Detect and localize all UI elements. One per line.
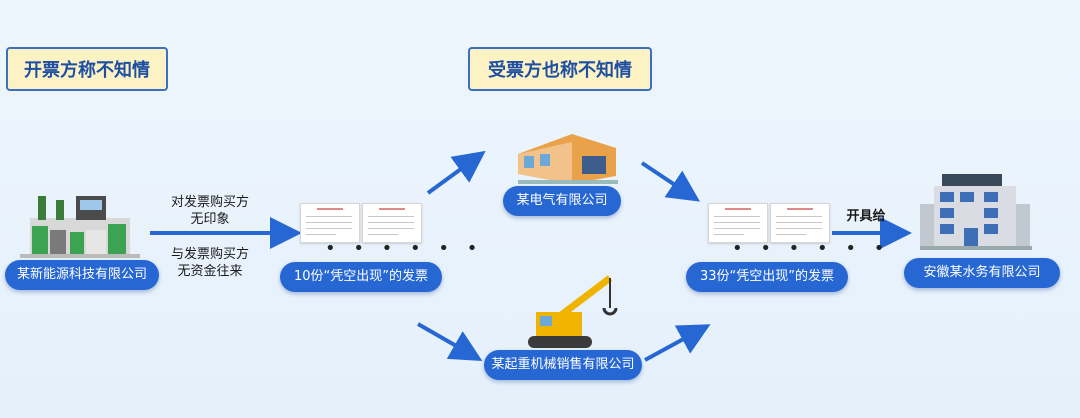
ellipsis-dots: • • • • • • (325, 238, 484, 259)
invoice-document-icon (300, 203, 360, 243)
invoice-document-icon (770, 203, 830, 243)
recipients-unaware-callout: 受票方也称不知情 (468, 47, 652, 91)
arrow-invoices-to-electric (426, 150, 486, 195)
crane-company-label: 某起重机械销售有限公司 (484, 350, 642, 380)
arrow-crane-to-invoices (644, 324, 711, 362)
crane-icon (528, 275, 618, 348)
building-icon (518, 134, 618, 184)
arrow-invoices-to-crane (417, 322, 483, 361)
note-no-funds: 与发票购买方 无资金往来 (170, 247, 249, 279)
final-company-label: 安徽某水务有限公司 (904, 258, 1060, 288)
note-issued-to: 开具给 (846, 209, 886, 224)
source-company-label: 某新能源科技有限公司 (5, 260, 159, 290)
invoice-document-icon (362, 203, 422, 243)
electric-company-label: 某电气有限公司 (503, 186, 621, 216)
invoice-batch2-label: 33份“凭空出现”的发票 (686, 262, 848, 292)
invoice-document-icon (708, 203, 768, 243)
issuer-unaware-callout: 开票方称不知情 (6, 47, 168, 91)
ellipsis-dots: • • • • • • (732, 238, 891, 259)
factory-icon (20, 196, 140, 258)
office-building-icon (920, 174, 1032, 250)
invoice-batch1-label: 10份“凭空出现”的发票 (280, 262, 442, 292)
arrow-electric-to-invoices (640, 161, 700, 202)
note-no-impression: 对发票购买方 无印象 (170, 195, 249, 227)
